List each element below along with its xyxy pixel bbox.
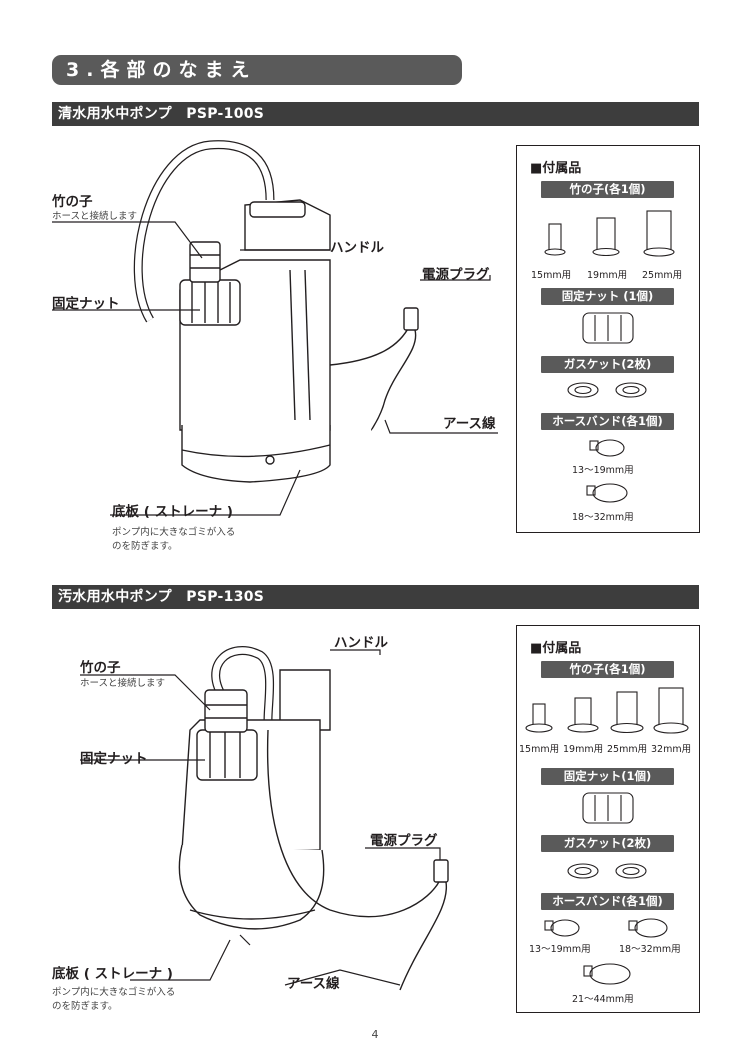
pump1-accessories-title: ■付属品 [530, 161, 582, 176]
pump1-strainer-desc-2: のを防ぎます。 [112, 541, 178, 552]
pump2-plug-label: 電源プラグ [370, 833, 438, 849]
pump2-band-image-3 [583, 963, 631, 985]
pump1-accessories-box: ■付属品 竹の子(各1個) 15mm用 19mm用 25mm用 固定ナット (1… [516, 145, 700, 533]
pump1-strainer-desc-1: ポンプ内に大きなゴミが入る [112, 527, 236, 538]
pump1-takenoko-size-1: 15mm用 [531, 270, 572, 281]
pump1-band-image-1 [589, 439, 625, 457]
pump2-earth-label: アース線 [287, 976, 340, 992]
pump1-nut-bar: 固定ナット (1個) [541, 288, 674, 305]
pump1-earth-label: アース線 [443, 416, 496, 432]
pump2-gasket-image [567, 863, 647, 879]
pump1-nut-label: 固定ナット [52, 296, 120, 312]
pump2-takenoko-bar: 竹の子(各1個) [541, 661, 674, 678]
page-number: 4 [371, 1028, 379, 1041]
pump1-takenoko-size-3: 25mm用 [642, 270, 683, 281]
pump2-nut-label: 固定ナット [80, 751, 148, 767]
pump2-takenoko-images [525, 687, 689, 734]
pump2-takenoko-size-1: 15mm用 [519, 744, 560, 755]
pump1-band-size-2: 18～32mm用 [572, 512, 634, 523]
pump2-model-bar: 汚水用水中ポンプ PSP-130S [52, 585, 699, 609]
pump1-band-size-1: 13～19mm用 [572, 465, 634, 476]
pump1-takenoko-label: 竹の子 [52, 194, 93, 210]
pump1-handle-label: ハンドル [330, 240, 384, 256]
pump2-takenoko-size-2: 19mm用 [563, 744, 604, 755]
pump2-band-size-1: 13～19mm用 [529, 944, 591, 955]
section-title: 3.各部のなまえ [52, 55, 462, 85]
pump1-takenoko-desc: ホースと接続します [52, 211, 138, 222]
pump2-band-size-2: 18～32mm用 [619, 944, 681, 955]
pump2-illustration [80, 646, 449, 991]
pump2-takenoko-desc: ホースと接続します [80, 678, 166, 689]
pump2-band-bar: ホースバンド(各1個) [541, 893, 674, 910]
pump1-band-image-2 [586, 483, 628, 503]
pump1-model-bar: 清水用水中ポンプ PSP-100S [52, 102, 699, 126]
pump2-nut-image [582, 792, 634, 824]
pump1-strainer-label: 底板 ( ストレーナ ) [112, 504, 233, 520]
pump1-gasket-bar: ガスケット(2枚) [541, 356, 674, 373]
pump2-band-size-3: 21～44mm用 [572, 994, 634, 1005]
pump2-strainer-label: 底板 ( ストレーナ ) [52, 966, 173, 982]
pump2-gasket-bar: ガスケット(2枚) [541, 835, 674, 852]
pump2-takenoko-size-3: 25mm用 [607, 744, 648, 755]
pump2-accessories-title: ■付属品 [530, 641, 582, 656]
pump1-plug-label: 電源プラグ [422, 267, 490, 283]
pump1-takenoko-images [544, 210, 675, 257]
pump1-illustration [52, 140, 498, 516]
pump1-nut-image [582, 312, 634, 344]
pump2-takenoko-size-4: 32mm用 [651, 744, 692, 755]
pump2-accessories-box: ■付属品 竹の子(各1個) 15mm用 19mm用 25mm用 32mm用 固定… [516, 625, 700, 1013]
pump1-takenoko-size-2: 19mm用 [587, 270, 628, 281]
pump1-gasket-image [567, 382, 647, 398]
pump2-nut-bar: 固定ナット(1個) [541, 768, 674, 785]
pump1-band-bar: ホースバンド(各1個) [541, 413, 674, 430]
pump2-strainer-desc-1: ポンプ内に大きなゴミが入る [52, 987, 176, 998]
pump2-takenoko-label: 竹の子 [80, 660, 121, 676]
pump2-strainer-desc-2: のを防ぎます。 [52, 1001, 118, 1012]
pump2-handle-label: ハンドル [334, 635, 388, 651]
pump1-takenoko-bar: 竹の子(各1個) [541, 181, 674, 198]
pump2-band-images-row [544, 918, 668, 938]
